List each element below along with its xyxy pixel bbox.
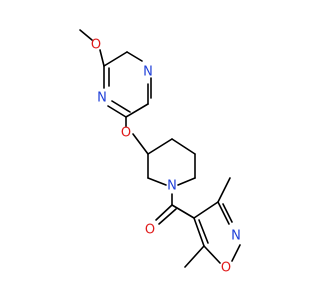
o-methoxy-label: O: [91, 38, 101, 53]
o-isoxazole-label: O: [221, 261, 231, 276]
molecule-drawing: N N O O N O N O: [79, 29, 241, 276]
piperidine-ring: [147, 138, 196, 186]
bond-ether-piperidine: [132, 133, 149, 155]
n-pyrazine-top-label: N: [143, 65, 153, 80]
bond-methyl-5: [184, 245, 205, 268]
bond-o-pyrazine: [99, 49, 105, 67]
n-isoxazole-label: N: [231, 229, 241, 244]
bond-methyl-3: [217, 177, 231, 203]
carbonyl-double-bond-a: [155, 204, 173, 221]
n-piperidine-label: N: [167, 179, 177, 194]
bond-carbonyl-isoxazole: [171, 204, 195, 219]
carbonyl-double-bond-b: [158, 208, 177, 225]
n-pyrazine-left-label: N: [97, 91, 107, 106]
pyrazine-ring: [103, 51, 152, 128]
isoxazole-ring: [193, 201, 241, 264]
bond-methyl-o: [79, 29, 93, 41]
o-ether-label: O: [121, 126, 131, 141]
o-carbonyl-label: O: [145, 223, 155, 238]
structure-canvas: N N O O N O N O: [79, 29, 241, 276]
